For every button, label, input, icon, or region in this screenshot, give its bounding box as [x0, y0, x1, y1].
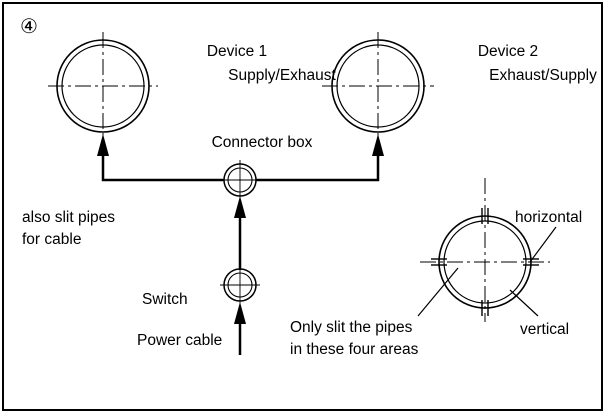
callout-slit-areas [417, 267, 459, 317]
slit-note-line1: also slit pipes [22, 209, 115, 226]
detail-pipe [420, 178, 550, 322]
slit-mark-left [431, 258, 447, 266]
vertical-label: vertical [520, 321, 569, 338]
device2-pipe [322, 32, 434, 140]
device1-mode-label: Supply/Exhaust [228, 67, 336, 84]
horizontal-label: horizontal [515, 209, 582, 226]
arrow-to-device2 [372, 134, 384, 156]
slit-mark-right [523, 258, 539, 266]
connector-box [220, 160, 260, 200]
connector-box-label: Connector box [212, 134, 313, 151]
slit-areas-line2: in these four areas [290, 341, 419, 358]
slit-mark-bottom [481, 300, 489, 316]
diagram-frame [2, 2, 603, 411]
slit-note-line2: for cable [22, 231, 81, 248]
arrow-to-connector [234, 196, 246, 218]
device2-label: Device 2 [478, 43, 538, 60]
arrow-to-switch [234, 302, 246, 324]
device1-pipe [48, 32, 158, 140]
device1-label: Device 1 [207, 43, 267, 60]
slit-areas-line1: Only slit the pipes [290, 319, 413, 336]
cable-to-devices [101, 152, 380, 182]
power-cable-label: Power cable [137, 332, 222, 349]
switch [220, 265, 260, 305]
arrow-to-device1 [97, 134, 109, 156]
switch-label: Switch [142, 291, 188, 308]
step-number: ④ [20, 16, 38, 38]
callout-horizontal [529, 226, 557, 263]
device2-mode-label: Exhaust/Supply [489, 67, 597, 84]
slit-mark-top [481, 208, 489, 224]
callout-vertical [509, 289, 539, 317]
